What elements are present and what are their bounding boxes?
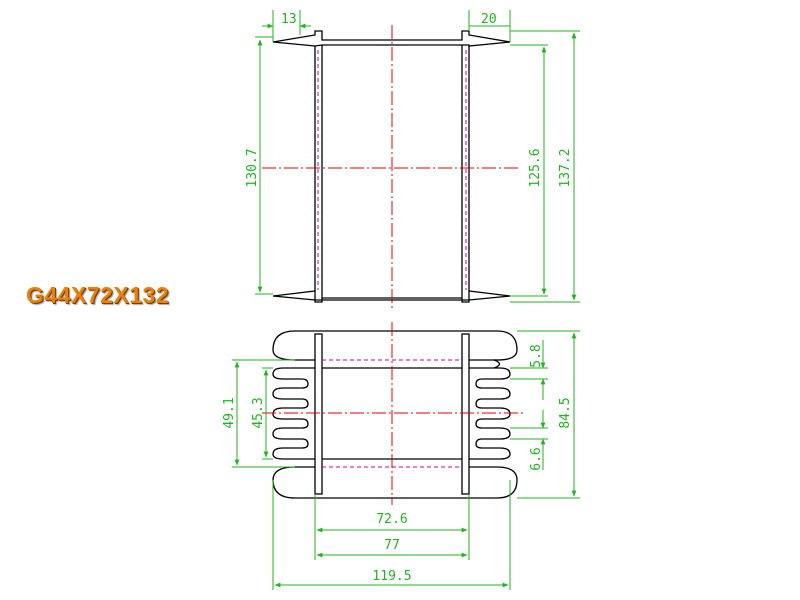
top-view-dimension-lines xyxy=(255,10,580,303)
dim-fin-pitch: 6.6 xyxy=(529,447,544,470)
part-number-label: G44X72X132 xyxy=(26,282,170,308)
bottom-view-center-lines xyxy=(262,322,525,505)
dim-window-height: 125.6 xyxy=(528,148,543,187)
bottom-view: 5.8 49.1 45.3 84.5 6.6 72.6 77 119.5 xyxy=(222,322,580,590)
bottom-view-outline xyxy=(272,330,518,499)
bottom-view-dimension-lines xyxy=(232,330,580,590)
dim-inner-window-height: 45.3 xyxy=(251,397,266,428)
dim-slot-spacing: 5.8 xyxy=(529,344,544,367)
dim-overall-height: 137.2 xyxy=(558,148,573,187)
top-view-center-lines xyxy=(262,25,520,310)
dim-flange-right: 20 xyxy=(481,12,497,27)
dim-flange-left: 13 xyxy=(281,12,297,27)
dim-outer-height: 49.1 xyxy=(222,397,237,428)
dim-inner-height: 130.7 xyxy=(245,148,260,187)
top-view-hidden-lines xyxy=(317,50,467,290)
dim-overall-width: 119.5 xyxy=(372,569,411,584)
dim-window-width: 77 xyxy=(384,538,400,553)
top-view: 13 20 130.7 125.6 137.2 xyxy=(245,10,580,310)
dim-core-width: 72.6 xyxy=(376,512,407,527)
dim-bottom-overall-height: 84.5 xyxy=(558,397,573,428)
